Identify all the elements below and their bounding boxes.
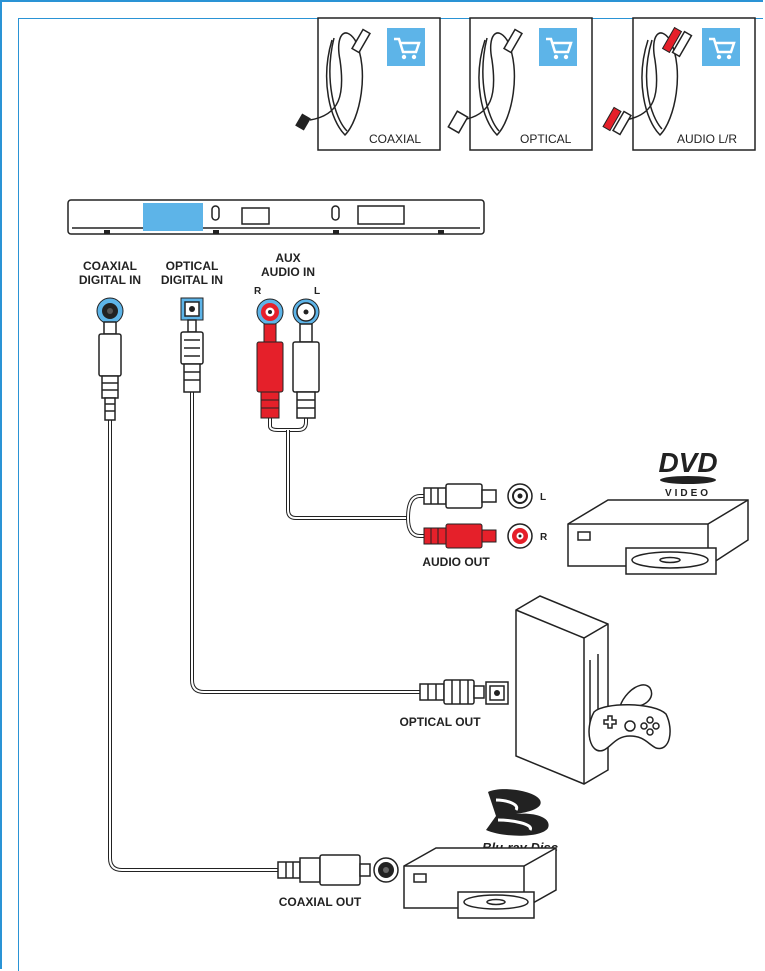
cart-icon[interactable]: [700, 26, 742, 68]
optical-out-label: OPTICAL OUT: [399, 715, 481, 729]
dvd-l-label: L: [540, 492, 546, 503]
audio-out-label: AUDIO OUT: [422, 555, 490, 569]
bluray-player: Blu-ray Disc: [403, 789, 559, 919]
bluray-logo-icon: [486, 789, 549, 836]
optical-cable-icon: [447, 28, 523, 137]
audio-lr-cable-icon: [602, 26, 693, 137]
optical-out-port[interactable]: [485, 681, 509, 705]
aux-in-label-2: AUDIO IN: [261, 265, 315, 279]
coaxial-out-port[interactable]: [373, 857, 399, 883]
soundbar-panel: [67, 199, 485, 235]
optical-in-label-2: DIGITAL IN: [161, 273, 223, 287]
coaxial-in-label-1: COAXIAL: [83, 259, 137, 273]
cable-card-audio-lr[interactable]: AUDIO L/R: [602, 17, 756, 151]
aux-l-port[interactable]: [292, 298, 320, 326]
coaxial-in-port[interactable]: [96, 297, 124, 325]
aux-r-label: R: [254, 286, 262, 297]
optical-cable: [180, 319, 485, 705]
cable-label-audio-lr: AUDIO L/R: [677, 132, 737, 146]
dvd-logo: DVD: [658, 447, 717, 478]
dvd-r-label: R: [540, 532, 548, 543]
cart-icon[interactable]: [385, 26, 427, 68]
aux-in-label-1: AUX: [275, 251, 300, 265]
optical-in-label-1: OPTICAL: [166, 259, 219, 273]
gamepad-icon: [588, 684, 671, 752]
coaxial-cable: [98, 321, 371, 886]
optical-in-port[interactable]: [180, 297, 204, 321]
dvd-audio-out-r-port[interactable]: [507, 523, 533, 549]
coaxial-out-label: COAXIAL OUT: [279, 895, 362, 909]
dvd-audio-out-l-port[interactable]: [507, 483, 533, 509]
cable-label-optical: OPTICAL: [520, 132, 572, 146]
coaxial-in-label-2: DIGITAL IN: [79, 273, 141, 287]
aux-l-label: L: [314, 286, 320, 297]
game-console: [515, 595, 609, 785]
dvd-player: DVD VIDEO: [567, 447, 749, 575]
cart-icon[interactable]: [537, 26, 579, 68]
cable-card-coaxial[interactable]: COAXIAL: [295, 17, 441, 151]
cable-card-optical[interactable]: OPTICAL: [447, 17, 593, 151]
aux-r-port[interactable]: [256, 298, 284, 326]
coaxial-cable-icon: [295, 28, 371, 137]
audio-lr-cable: [256, 323, 497, 549]
cable-label-coaxial: COAXIAL: [369, 132, 421, 146]
dvd-logo-sub: VIDEO: [665, 488, 711, 499]
